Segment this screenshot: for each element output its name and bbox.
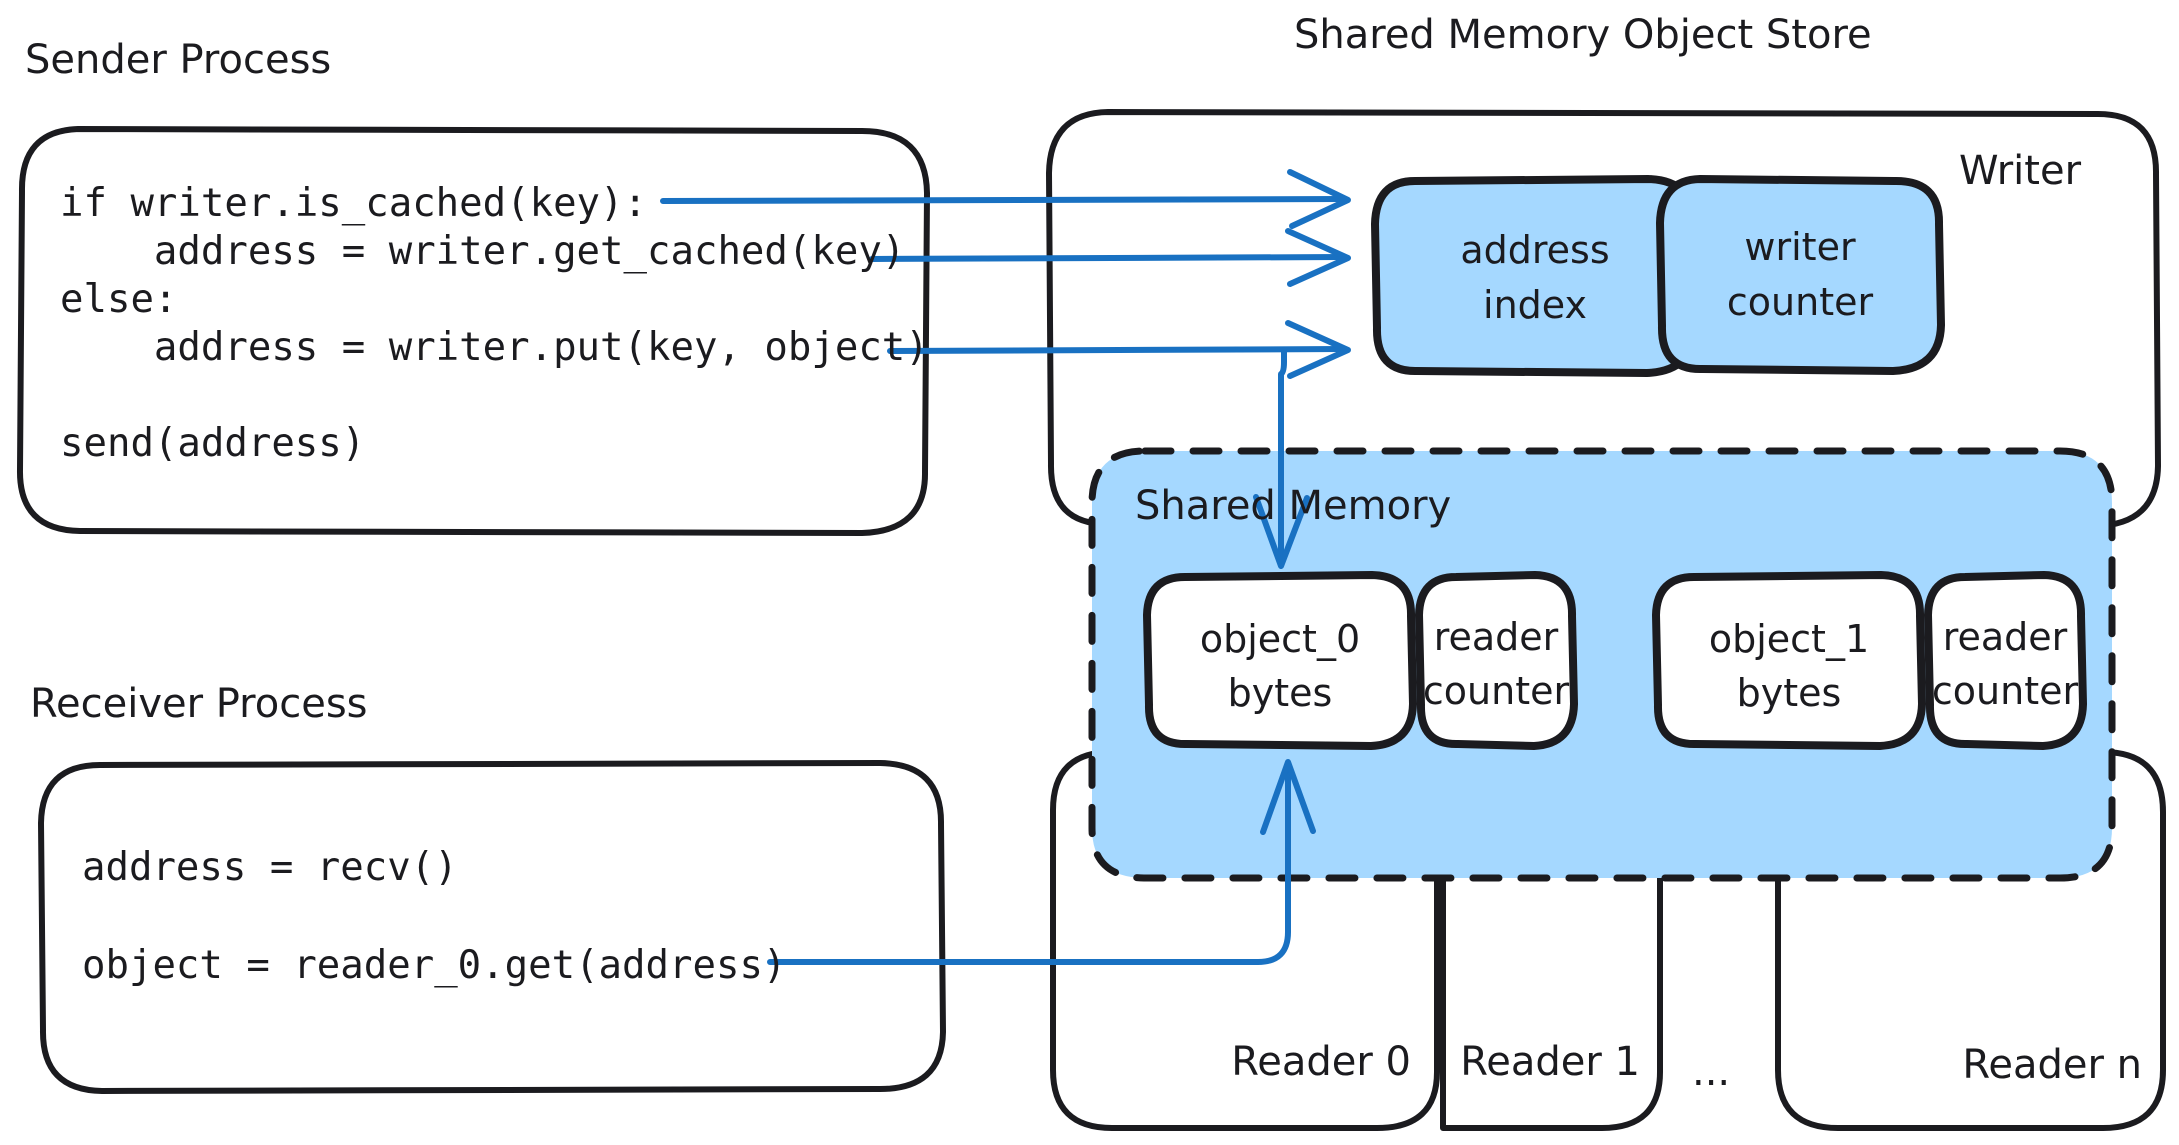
object-0-label-line2: bytes — [1228, 671, 1333, 715]
object-1-box[interactable] — [1652, 571, 1926, 750]
reader-counter-0-label-line2: counter — [1423, 669, 1570, 713]
writer-slots-group — [1371, 175, 1945, 377]
reader-n-box — [1775, 749, 2166, 1131]
shared-memory-region-group — [1088, 447, 2116, 882]
sender-code-line-3: address = writer.put(key, object) — [60, 325, 929, 370]
reader-counter-0-label-line1: reader — [1434, 615, 1559, 659]
reader-counter-0-label-group: reader counter — [1423, 615, 1570, 713]
object-1-label-group: object_1 bytes — [1709, 617, 1869, 715]
receiver-process-group — [38, 760, 946, 1094]
receiver-code-block: address = recv() object = reader_0.get(a… — [82, 845, 786, 988]
arrow-reader-get — [767, 759, 1316, 965]
shared-memory-label: Shared Memory — [1135, 483, 1451, 529]
address-index-label-group: address index — [1460, 228, 1609, 327]
reader-ellipsis-label: ... — [1692, 1049, 1730, 1095]
reader-counter-0-box[interactable] — [1415, 571, 1578, 750]
address-index-label-line1: address — [1460, 228, 1609, 272]
reader-counter-1-label-line1: reader — [1943, 615, 2068, 659]
writer-counter-box[interactable] — [1656, 175, 1945, 375]
receiver-code-line-2: object = reader_0.get(address) — [82, 943, 786, 988]
writer-label: Writer — [1959, 148, 2082, 194]
sender-code-line-2: else: — [60, 277, 177, 322]
receiver-process-title: Receiver Process — [30, 681, 368, 727]
object-1-label-line1: object_1 — [1709, 617, 1869, 661]
object-0-box[interactable] — [1143, 571, 1417, 750]
reader-n-label: Reader n — [1962, 1042, 2142, 1088]
sender-process-group — [16, 126, 930, 536]
reader-counter-1-box[interactable] — [1924, 571, 2087, 750]
arrow-put — [887, 320, 1351, 569]
receiver-process-box — [38, 760, 946, 1094]
writer-counter-label-group: writer counter — [1727, 225, 1874, 324]
reader-1-label: Reader 1 — [1460, 1039, 1640, 1085]
reader-0-label: Reader 0 — [1231, 1039, 1411, 1085]
sender-process-box — [16, 126, 930, 536]
object-1-label-line2: bytes — [1737, 671, 1842, 715]
writer-counter-label-line2: counter — [1727, 280, 1874, 324]
reader-counter-1-label-line2: counter — [1932, 669, 2079, 713]
object-0-label-group: object_0 bytes — [1200, 617, 1360, 715]
receiver-code-line-0: address = recv() — [82, 845, 458, 890]
address-index-box[interactable] — [1371, 175, 1699, 377]
reader-counter-1-label-group: reader counter — [1932, 615, 2079, 713]
arrow-get-cached — [869, 228, 1351, 287]
sender-code-block: if writer.is_cached(key): address = writ… — [60, 181, 929, 466]
writer-counter-label-line1: writer — [1744, 225, 1856, 269]
arrow-is-cached — [660, 169, 1351, 229]
shared-memory-slots-group — [1143, 571, 2087, 750]
shared-memory-fill — [1092, 451, 2112, 878]
reader-0-box — [1050, 749, 1440, 1131]
sender-code-line-1: address = writer.get_cached(key) — [60, 229, 905, 274]
reader-boxes-group — [1050, 749, 2166, 1131]
arrows-group — [660, 169, 1351, 965]
object-0-label-line1: object_0 — [1200, 617, 1360, 661]
sender-code-line-0: if writer.is_cached(key): — [60, 181, 647, 226]
store-title: Shared Memory Object Store — [1294, 12, 1872, 58]
sender-code-line-5: send(address) — [60, 421, 365, 466]
sender-process-title: Sender Process — [25, 37, 331, 83]
address-index-label-line2: index — [1483, 283, 1587, 327]
shared-memory-dashed-border — [1088, 447, 2116, 882]
reader-1-box — [1440, 749, 1663, 1131]
